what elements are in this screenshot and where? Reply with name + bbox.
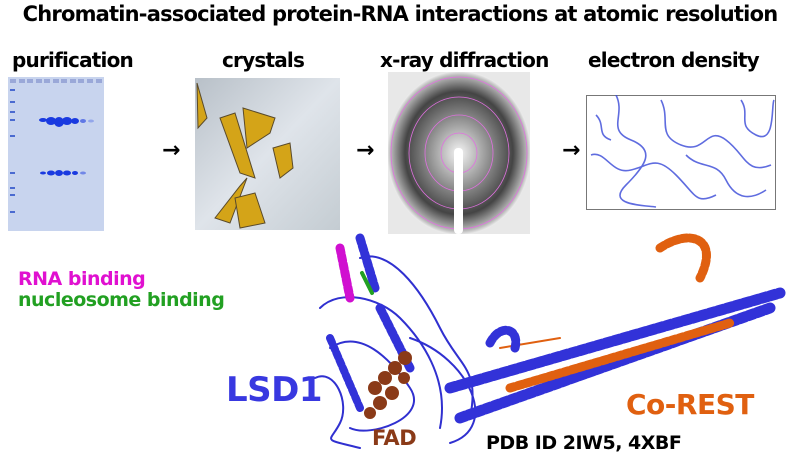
arrow-icon: → — [562, 138, 581, 163]
step-label-crystals: crystals — [222, 48, 305, 72]
step-label-purification: purification — [12, 48, 134, 72]
fad-label: FAD — [372, 426, 417, 450]
arrow-icon: → — [162, 138, 181, 163]
crystals-photo — [195, 78, 340, 230]
step-label-diffraction: x-ray diffraction — [380, 48, 549, 72]
electron-density-map — [586, 95, 776, 210]
protein-structure-cartoon — [314, 233, 786, 449]
diffraction-pattern-image — [388, 72, 530, 234]
pdb-id-label: PDB ID 2IW5, 4XBF — [486, 432, 682, 454]
step-label-density: electron density — [588, 48, 760, 72]
lsd1-label: LSD1 — [226, 370, 323, 410]
rna-binding-label: RNA binding — [18, 268, 146, 290]
corest-label: Co-REST — [626, 388, 754, 421]
nucleosome-binding-label: nucleosome binding — [18, 289, 225, 311]
figure-title: Chromatin-associated protein-RNA interac… — [22, 2, 779, 26]
sds-page-gel-image — [8, 77, 104, 231]
arrow-icon: → — [356, 138, 375, 163]
